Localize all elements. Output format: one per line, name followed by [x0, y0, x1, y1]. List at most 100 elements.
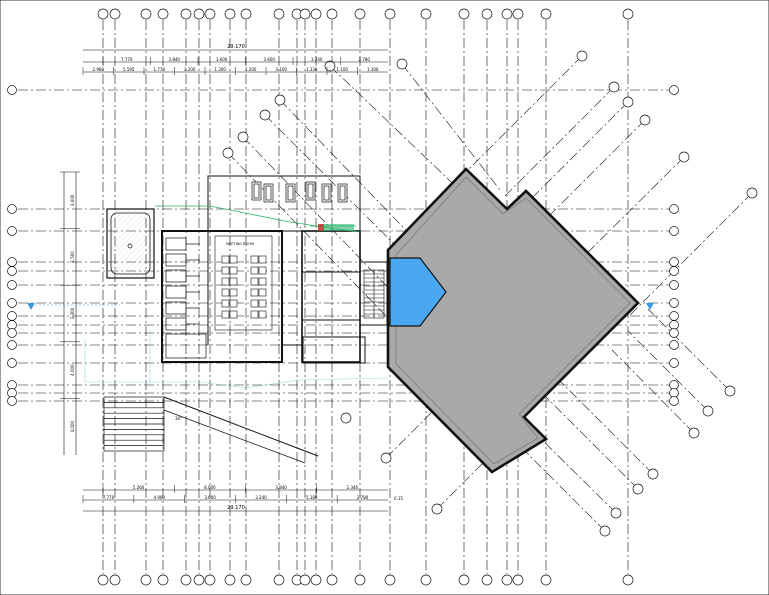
grid-line-diagonal — [467, 55, 583, 171]
dimension-label: 3.300 — [70, 307, 75, 319]
grid-line-diagonal — [647, 308, 731, 392]
grid-line-diagonal — [627, 330, 709, 412]
grid-bubble — [610, 507, 622, 519]
grid-bubble — [512, 574, 524, 586]
grid-bubble — [481, 8, 493, 20]
grid-bubble — [622, 574, 634, 586]
grid-line-diagonal — [559, 380, 654, 475]
dimension-label: 2.780 — [357, 495, 369, 500]
lounge-cushion — [323, 185, 330, 201]
chair — [258, 299, 267, 308]
grid-bubble — [669, 85, 679, 95]
grid-bubble — [224, 574, 236, 586]
chair — [258, 288, 267, 297]
grid-bubble — [310, 8, 322, 20]
grid-bubble — [204, 574, 216, 586]
grid-bubble — [7, 340, 17, 350]
grid-bubbles — [7, 8, 758, 586]
dimension-overall-top: 29.170 — [227, 44, 245, 50]
dimension-label: 3.100 — [276, 67, 288, 72]
grid-bubble — [702, 405, 714, 417]
dimension-label: 3.600 — [216, 57, 228, 62]
lounge-cushion — [307, 183, 314, 199]
grid-bubble — [540, 574, 552, 586]
chair — [258, 310, 267, 319]
washroom-block — [165, 333, 207, 359]
grid-bubble — [7, 226, 17, 236]
grid-bubble — [678, 151, 690, 163]
grid-bubble — [274, 94, 286, 106]
grid-bubble — [632, 483, 644, 495]
dimension-label: 1.200 — [215, 67, 227, 72]
dimension-label: 3.840 — [169, 57, 181, 62]
grid-bubble — [193, 8, 205, 20]
dimension-label: 1.500 — [70, 251, 75, 263]
grid-bubble — [7, 204, 17, 214]
grid-bubble — [240, 574, 252, 586]
grid-bubble — [669, 328, 679, 338]
dimension-label: 3.200 — [184, 67, 196, 72]
grid-line-diagonal — [329, 65, 471, 201]
grid-bubble — [639, 114, 651, 126]
grid-bubble — [240, 8, 252, 20]
level-marker-left — [27, 303, 35, 310]
grid-bubble — [501, 8, 513, 20]
grid-line-diagonal — [401, 63, 501, 191]
chair — [258, 255, 267, 264]
chair — [250, 255, 259, 264]
chair — [250, 266, 259, 275]
grid-bubble — [7, 358, 17, 368]
grid-bubble — [224, 8, 236, 20]
grid-bubble — [669, 380, 679, 390]
chair — [229, 299, 238, 308]
chair — [250, 310, 259, 319]
grid-bubble — [326, 574, 338, 586]
grid-bubble — [237, 131, 249, 143]
chair — [229, 266, 238, 275]
grid-bubble — [7, 328, 17, 338]
meeting-room-outline — [214, 235, 273, 331]
chair — [221, 266, 230, 275]
grid-bubble — [380, 452, 392, 464]
grid-bubble — [669, 320, 679, 330]
grid-bubble — [157, 574, 169, 586]
grid-bubble — [669, 257, 679, 267]
dimension-overall-bottom: 29.170 — [227, 505, 245, 511]
grid-bubble — [746, 187, 758, 199]
dimension-label: 5.260 — [133, 485, 145, 490]
dimension-end-label: 0.15 — [394, 496, 403, 501]
chair — [221, 255, 230, 264]
grid-bubble — [7, 311, 17, 321]
dimension-label: 5.595 — [123, 67, 135, 72]
dimension-lines-left — [63, 172, 77, 455]
dimension-label: 4.000 — [70, 421, 75, 433]
grid-bubble — [669, 311, 679, 321]
dimension-label: 2.346 — [347, 485, 359, 490]
grid-bubble — [669, 266, 679, 276]
reflecting-pool — [389, 257, 447, 327]
entrance-steps — [103, 396, 319, 464]
exhibition-hall — [386, 167, 640, 474]
dimension-label: 4.900 — [154, 495, 166, 500]
terrace-furniture — [251, 181, 348, 203]
chair — [258, 277, 267, 286]
grid-bubble — [599, 525, 611, 537]
grid-bubble — [193, 574, 205, 586]
site-outline — [84, 330, 389, 389]
grid-bubble — [340, 412, 352, 424]
dimension-label: 8.000 — [204, 485, 216, 490]
grid-bubble — [310, 574, 322, 586]
grid-bubble — [7, 388, 17, 398]
grid-bubble — [7, 266, 17, 276]
grid-bubble — [688, 427, 700, 439]
grid-bubble — [669, 204, 679, 214]
grid-bubble — [180, 574, 192, 586]
grid-bubble — [7, 257, 17, 267]
grid-bubble — [157, 8, 169, 20]
chair — [229, 310, 238, 319]
chair — [221, 299, 230, 308]
stair — [363, 269, 385, 319]
